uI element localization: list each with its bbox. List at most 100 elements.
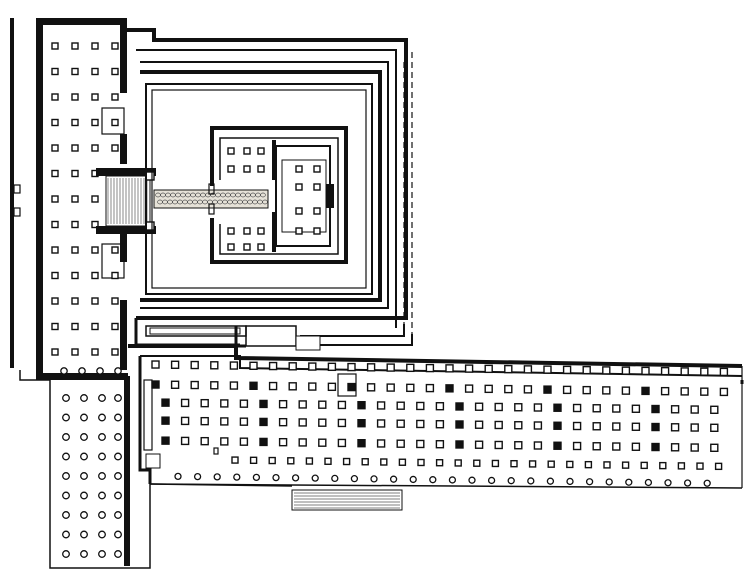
left-hall-pier: [51, 93, 59, 101]
south-hall-pier: [710, 405, 719, 414]
south-hall-pier: [278, 399, 288, 409]
south-hall-pier: [562, 385, 572, 395]
left-hall-pier: [91, 246, 99, 254]
south-hall-pier: [690, 423, 699, 432]
south-hall-pier: [376, 419, 386, 428]
south-hall-pier: [151, 380, 160, 389]
wing-column: [62, 394, 70, 402]
south-hall-pier: [659, 461, 667, 470]
left-hall-pier: [111, 297, 119, 305]
south-hall-pier: [700, 367, 709, 376]
paving-stone: [260, 192, 266, 198]
south-hall-pier: [660, 366, 670, 376]
south-hall-pier: [268, 456, 276, 465]
south-hall-column: [331, 474, 339, 483]
west-boundary-line: [10, 18, 21, 368]
south-hall-pier: [396, 401, 405, 410]
left-hall-pier: [71, 67, 79, 76]
south-hall-pier: [268, 381, 278, 391]
south-hall-pier: [200, 416, 209, 426]
sanctuary-pier: [257, 243, 265, 251]
southern-pillared-wing: [19, 370, 151, 569]
south-hall-pier: [455, 420, 464, 429]
south-hall-pier: [714, 462, 723, 471]
south-hall-pier: [710, 423, 719, 432]
south-hall-column: [585, 478, 594, 486]
wing-column: [62, 491, 70, 500]
south-hall-pier: [200, 436, 209, 446]
south-hall-pier: [454, 459, 462, 467]
south-hall-pier: [455, 440, 464, 449]
south-hall-pier: [631, 442, 641, 451]
south-hall-pier: [533, 421, 543, 430]
south-hall-pier: [602, 366, 611, 375]
left-hall-pier: [111, 93, 119, 101]
south-hall-column: [448, 476, 457, 484]
south-hall-pier: [396, 419, 405, 428]
left-hall-pier: [51, 118, 59, 127]
south-hall-column: [703, 479, 711, 487]
south-hall-pier: [445, 384, 454, 393]
left-hall-pier: [111, 67, 119, 76]
left-hall-pier: [51, 67, 59, 76]
left-hall-piers: [51, 42, 119, 356]
south-hall-pier: [170, 380, 180, 389]
south-hall-pier: [305, 457, 314, 465]
south-hall-pier: [543, 385, 552, 394]
south-hall-pier: [347, 362, 356, 372]
south-hall-pier: [514, 403, 523, 412]
left-hall-circle-columns: [60, 367, 122, 375]
south-hall-pier: [612, 422, 621, 431]
south-hall-pier: [696, 462, 704, 470]
left-hall-pier: [51, 169, 59, 178]
sanctuary-piers: [227, 147, 321, 251]
south-hall-pier: [151, 360, 160, 369]
south-hall-pier: [651, 442, 660, 452]
south-hall-pier: [161, 416, 170, 425]
south-hall-pier: [640, 461, 648, 470]
left-hall-pier: [71, 297, 79, 305]
left-hall-pier: [51, 297, 59, 305]
south-hall-pier: [474, 402, 484, 411]
south-hall-pier: [719, 387, 729, 397]
sanctuary-pier: [243, 227, 251, 235]
south-hall-pier: [231, 456, 239, 464]
south-hall-pier: [533, 441, 543, 450]
south-hall-column: [625, 478, 633, 486]
south-hall-pier: [357, 419, 366, 428]
south-hall-round-columns: [174, 472, 711, 487]
south-hall-column: [311, 474, 319, 482]
south-hall-pier: [553, 421, 562, 430]
south-hall-pier: [660, 386, 670, 396]
south-hall-pier: [547, 460, 555, 468]
south-hall-column: [664, 479, 672, 487]
south-hall-pier: [386, 383, 395, 392]
south-hall-pier: [584, 460, 593, 469]
sanctuary-pier: [313, 227, 321, 235]
south-hall-column: [233, 473, 241, 481]
south-hall-pier: [514, 421, 523, 430]
south-hall-pier: [474, 420, 484, 429]
south-hall-pier: [406, 363, 415, 373]
sanctuary-pier: [257, 147, 265, 155]
wing-column: [62, 550, 70, 558]
south-hall-pier: [239, 399, 249, 408]
south-hall-pier: [357, 401, 366, 410]
wing-column: [98, 530, 106, 539]
south-hall-column: [193, 472, 202, 481]
south-hall-pier: [357, 439, 366, 448]
south-hall-pier: [249, 361, 258, 370]
south-hall-column: [683, 479, 692, 487]
south-hall-column: [546, 477, 555, 485]
south-hall-pier: [592, 422, 601, 431]
wing-column: [80, 550, 88, 558]
sanctuary-pier: [295, 165, 303, 173]
left-hall-pier: [71, 144, 79, 152]
south-hall-pier: [337, 438, 347, 448]
south-hall-column: [291, 474, 300, 482]
south-hall-pier: [342, 457, 351, 466]
south-hall-column: [507, 477, 515, 485]
south-hall-pier: [680, 367, 689, 376]
paving-stone: [262, 199, 268, 205]
south-hall-pier: [347, 382, 356, 392]
